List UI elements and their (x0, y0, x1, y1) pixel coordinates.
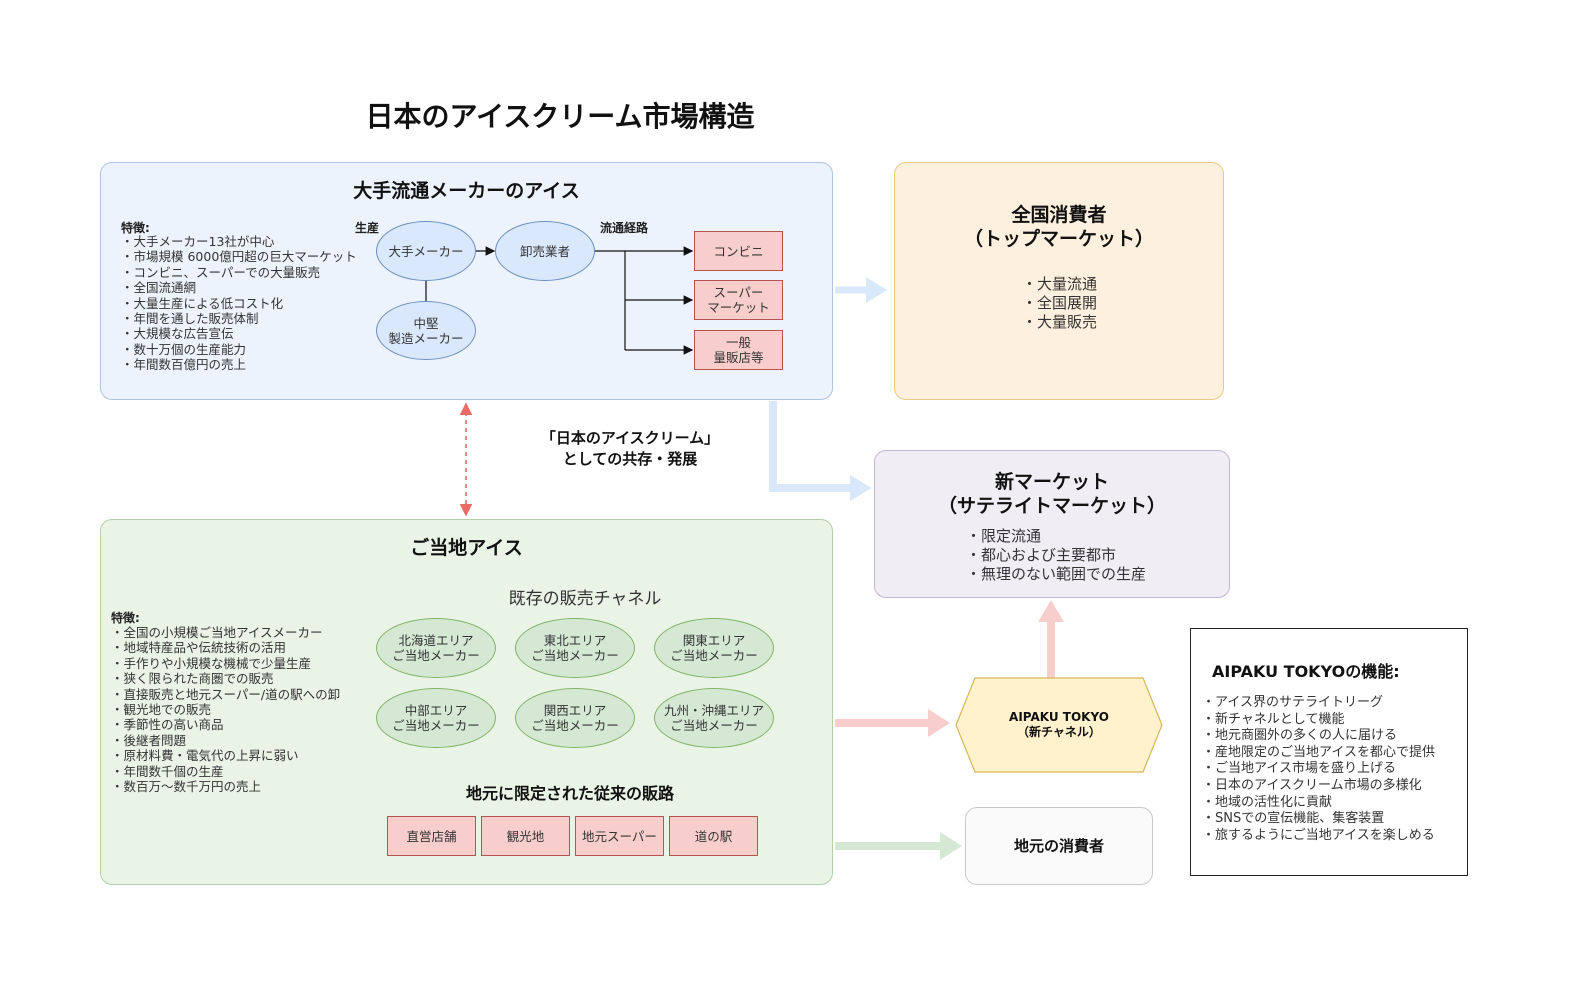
list-item: ・直接販売と地元スーパー/道の駅への卸 (111, 686, 341, 702)
list-item: ・限定流通 (966, 527, 1042, 545)
aipaku-node-label: AIPAKU TOKYO （新チャネル） (1009, 710, 1109, 739)
maker-hokkaido: 北海道エリア ご当地メーカー (376, 618, 496, 678)
list-item: ・地域の活性化に貢献 (1202, 794, 1333, 810)
list-item: ・ご当地アイス市場を盛り上げる (1202, 761, 1396, 777)
list-item: ・全国の小規模ご当地アイスメーカー (111, 625, 323, 640)
new-market-list: ・限定流通 ・都心および主要都市 ・無理のない範囲での生産 (966, 527, 1146, 584)
new-market-panel (874, 450, 1230, 598)
maker-kansai: 関西エリア ご当地メーカー (515, 688, 635, 748)
list-item: ・大規模な広告宣伝 (121, 326, 234, 342)
major-panel-title: 大手流通メーカーのアイス (353, 180, 580, 202)
major-features-list: ・大手メーカー13社が中心 ・市場規模 6000億円超の巨大マーケット ・コンビ… (121, 234, 357, 373)
new-market-title: 新マーケット （サテライトマーケット） (937, 471, 1166, 517)
list-item: ・観光地での販売 (111, 702, 212, 718)
maker-kanto: 関東エリア ご当地メーカー (654, 618, 774, 678)
route-tourist-spot: 観光地 (481, 816, 570, 856)
list-item: ・新チャネルとして機能 (1202, 711, 1345, 727)
list-item: ・無理のない範囲での生産 (966, 565, 1147, 583)
list-item: ・SNSでの宣伝機能、集客装置 (1202, 811, 1385, 827)
major-maker-node: 大手メーカー (376, 221, 476, 281)
national-title: 全国消費者 （トップマーケット） (963, 204, 1154, 250)
list-item: ・大量販売 (1022, 313, 1098, 331)
channel-konbini: コンビニ (694, 231, 783, 271)
list-item: ・数十万個の生産能力 (121, 341, 247, 357)
to-aipaku-arrow (835, 709, 950, 737)
list-item: ・地元商圏外の多くの人に届ける (1202, 728, 1398, 744)
list-item: ・日本のアイスクリーム市場の多様化 (1202, 777, 1422, 793)
local-consumer-panel (965, 807, 1153, 885)
local-panel-title: ご当地アイス (410, 537, 523, 559)
maker-tohoku: 東北エリア ご当地メーカー (515, 618, 635, 678)
list-item: ・数百万〜数千万円の売上 (111, 779, 262, 795)
aipaku-functions-panel (1190, 628, 1468, 876)
to-national-arrow (835, 277, 887, 303)
route-local-super: 地元スーパー (575, 816, 664, 856)
list-item: ・大量流通 (1022, 275, 1098, 293)
coexist-text: 「日本のアイスクリーム」 としての共存・発展 (540, 429, 720, 468)
local-features-list: ・全国の小規模ご当地アイスメーカー ・地域特産品や伝統技術の活用 ・手作りや小規… (111, 625, 340, 794)
list-item: ・アイス界のサテライトリーグ (1202, 695, 1383, 710)
maker-kyushu-okinawa: 九州・沖縄エリア ご当地メーカー (654, 688, 774, 748)
local-consumer-label: 地元の消費者 (1013, 837, 1104, 855)
maker-chubu: 中部エリア ご当地メーカー (376, 688, 496, 748)
list-item: ・全国流通網 (121, 280, 197, 296)
list-item: ・全国展開 (1022, 294, 1098, 312)
list-item: ・季節性の高い商品 (111, 717, 224, 733)
wholesaler-node: 卸売業者 (495, 221, 595, 281)
national-consumer-panel (894, 162, 1224, 400)
list-item: ・大量生産による低コスト化 (121, 295, 284, 311)
existing-channels-title: 既存の販売チャネル (508, 589, 662, 609)
aipaku-to-new-market-arrow (1038, 600, 1064, 678)
aipaku-node-shape (955, 677, 1163, 773)
distribution-label: 流通経路 (600, 221, 649, 235)
local-features-label: 特徴: (111, 611, 140, 625)
route-michi-no-eki: 道の駅 (669, 816, 758, 856)
list-item: ・年間数百億円の売上 (121, 357, 247, 373)
list-item: ・狭く限られた商圏での販売 (111, 671, 274, 687)
aipaku-functions-title: AIPAKU TOKYOの機能: (1212, 662, 1400, 681)
list-item: ・年間数千個の生産 (111, 763, 224, 779)
to-local-consumer-arrow (835, 832, 962, 860)
list-item: ・産地限定のご当地アイスを都心で提供 (1202, 744, 1435, 760)
national-list: ・大量流通 ・全国展開 ・大量販売 (1022, 275, 1097, 332)
mid-maker-node: 中堅 製造メーカー (376, 301, 476, 360)
channel-mass-retail: 一般 量販店等 (694, 330, 783, 370)
production-label: 生産 (355, 221, 380, 235)
list-item: ・手作りや小規模な機械で少量生産 (111, 655, 312, 671)
to-new-market-arrow (769, 401, 872, 501)
local-routes-title: 地元に限定された従来の販路 (465, 784, 674, 803)
list-item: ・後継者問題 (111, 732, 187, 748)
aipaku-functions-list: ・アイス界のサテライトリーグ ・新チャネルとして機能 ・地元商圏外の多くの人に届… (1202, 695, 1435, 844)
page-title: 日本のアイスクリーム市場構造 (365, 100, 755, 133)
list-item: ・旅するようにご当地アイスを楽しめる (1202, 827, 1435, 843)
list-item: ・地域特産品や伝統技術の活用 (111, 640, 287, 656)
channel-supermarket: スーパー マーケット (694, 280, 783, 320)
list-item: ・大手メーカー13社が中心 (121, 234, 275, 249)
list-item: ・市場規模 6000億円超の巨大マーケット (121, 249, 357, 265)
list-item: ・コンビニ、スーパーでの大量販売 (121, 264, 321, 280)
list-item: ・都心および主要都市 (966, 546, 1117, 564)
list-item: ・原材料費・電気代の上昇に弱い (111, 748, 299, 764)
route-direct-store: 直営店舗 (387, 816, 476, 856)
major-features-label: 特徴: (121, 221, 150, 235)
list-item: ・年間を通した販売体制 (121, 311, 259, 327)
